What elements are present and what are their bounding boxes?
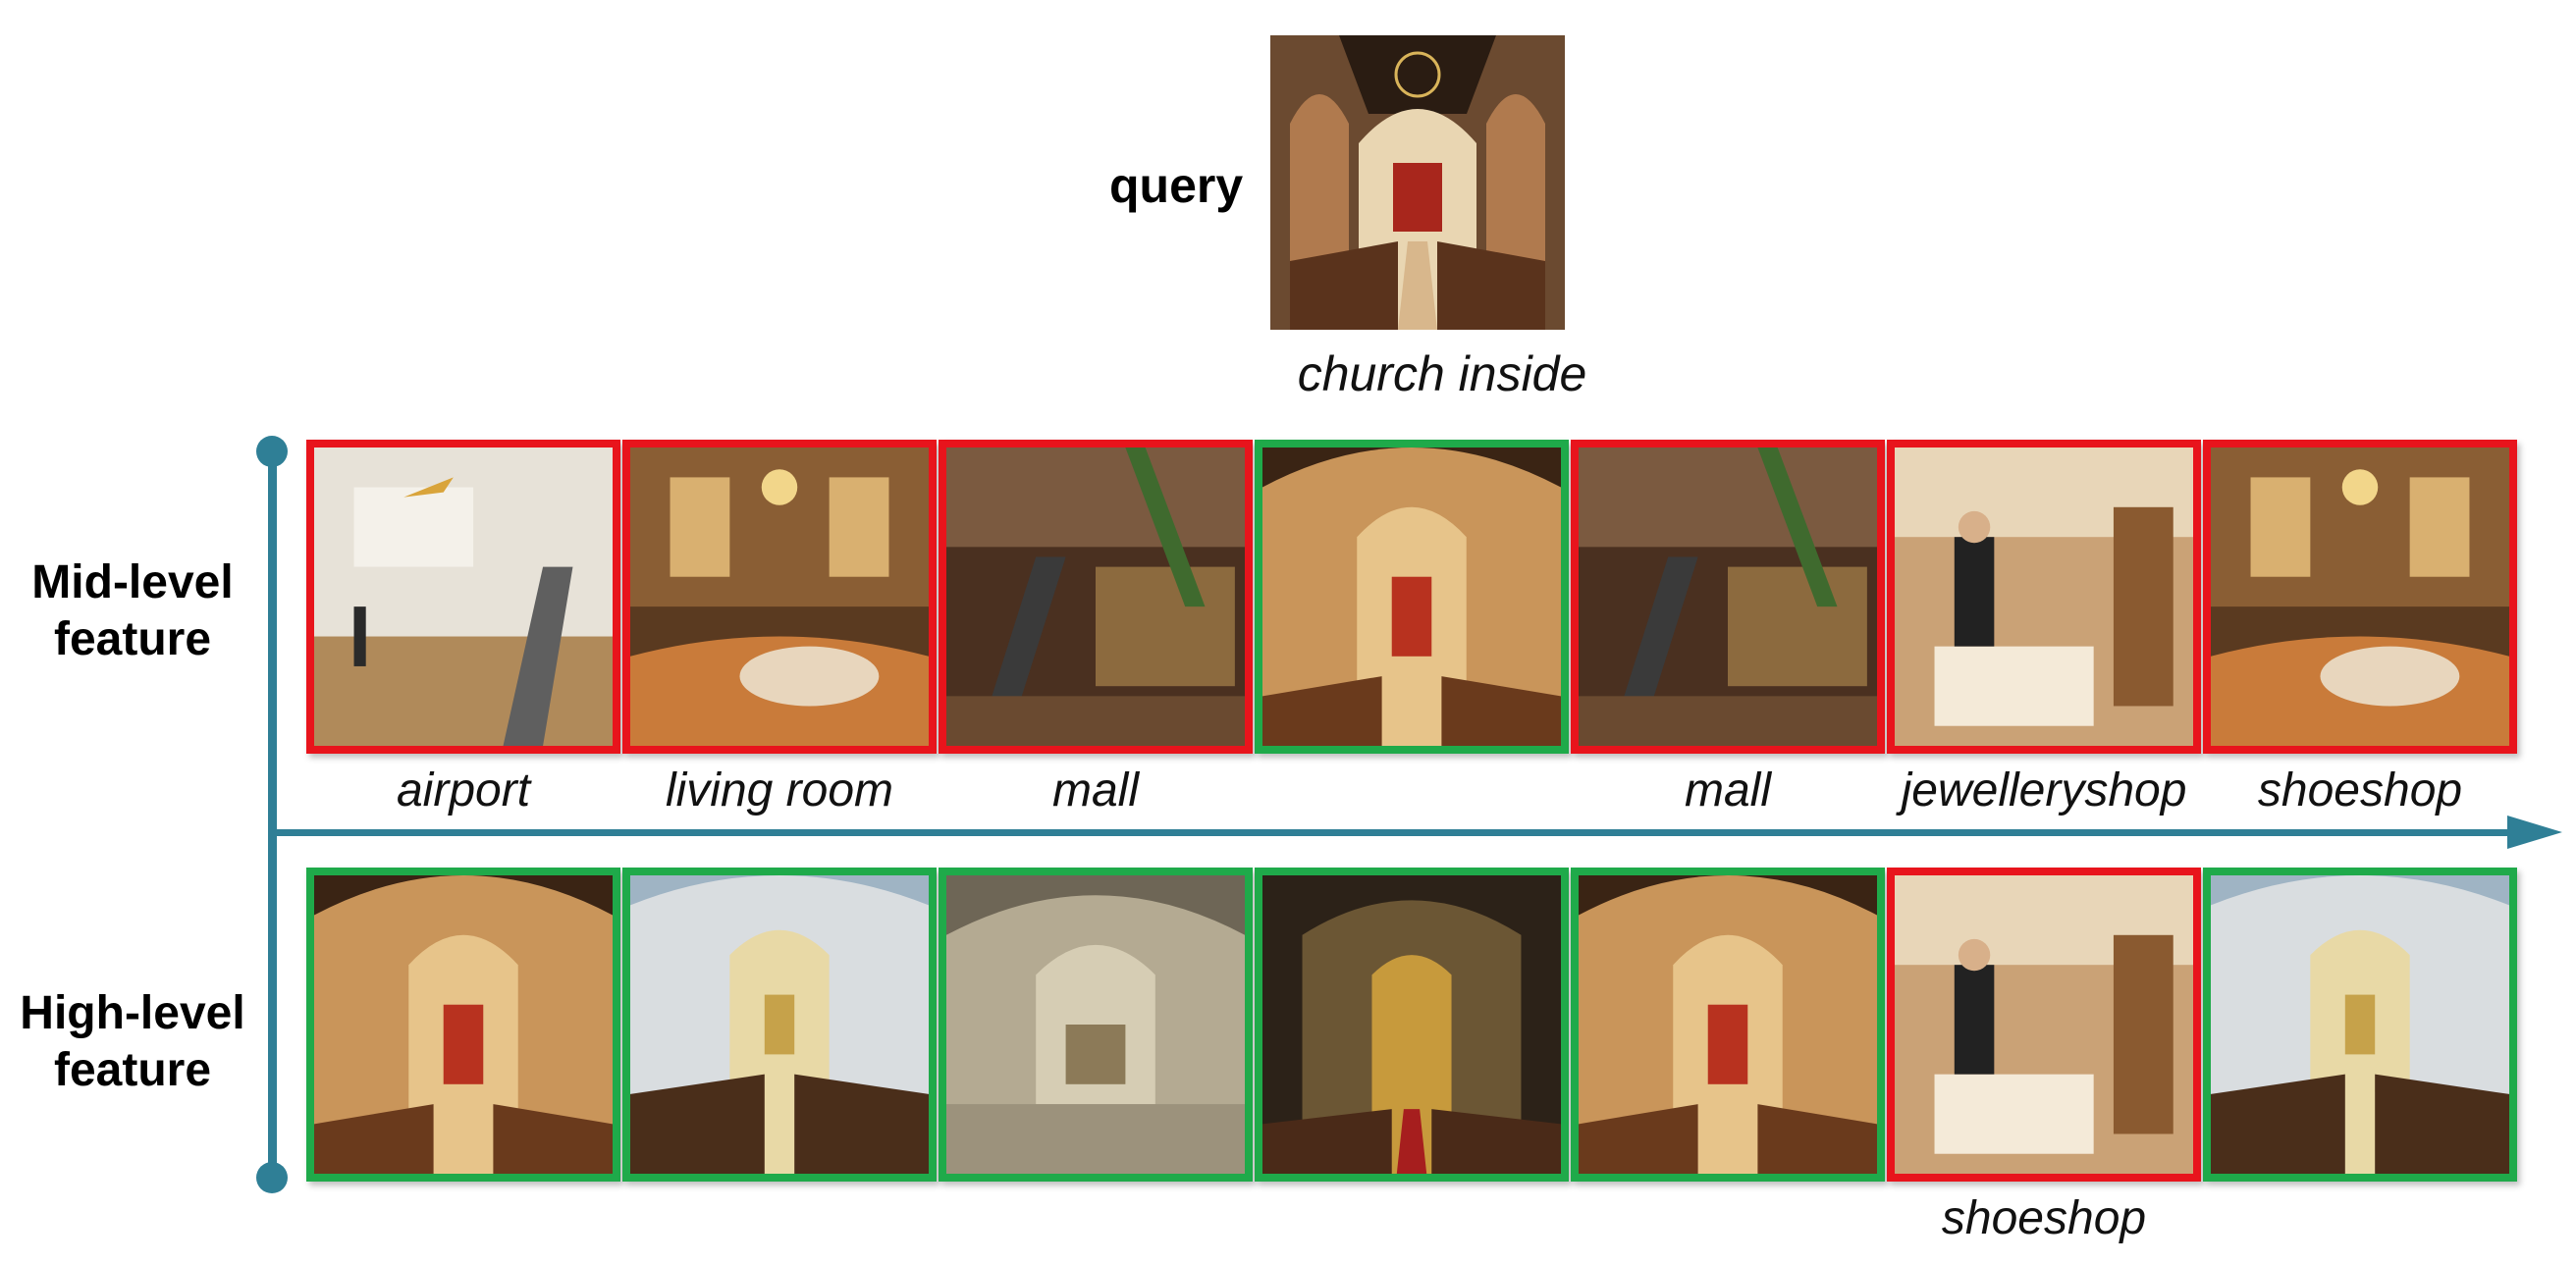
- vertical-axis: [268, 449, 277, 1180]
- query-label: query: [1109, 158, 1244, 213]
- mid-level-result-tile-1: [306, 440, 620, 754]
- high-level-result-tile-7: [2203, 868, 2517, 1182]
- query-caption: church inside: [1297, 346, 1587, 401]
- mid-level-result-caption-6: jewelleryshop: [1901, 764, 2187, 816]
- high-level-label-line2: feature: [53, 1044, 212, 1096]
- mid-level-label-line2: feature: [53, 613, 212, 665]
- mid-level-result-tile-5: [1571, 440, 1885, 754]
- high-level-label-line1: High-level: [20, 987, 245, 1039]
- high-level-result-tile-4: [1255, 868, 1569, 1182]
- mid-level-result-caption-1: airport: [396, 764, 531, 816]
- mid-level-result-caption-5: mall: [1684, 764, 1771, 816]
- mid-level-result-tile-7: [2203, 440, 2517, 754]
- mid-level-result-tile-4: [1255, 440, 1569, 754]
- high-level-result-tile-6: [1887, 868, 2201, 1182]
- mid-level-result-tile-6: [1887, 440, 2201, 754]
- mid-level-label: Mid-level feature: [0, 554, 265, 668]
- high-level-result-caption-6: shoeshop: [1941, 1192, 2147, 1244]
- mid-level-result-tile-2: [622, 440, 937, 754]
- high-level-label: High-level feature: [0, 985, 265, 1099]
- high-level-result-tile-1: [306, 868, 620, 1182]
- mid-level-result-caption-3: mall: [1051, 764, 1139, 816]
- query-image: [1270, 35, 1565, 330]
- mid-level-label-line1: Mid-level: [31, 556, 234, 608]
- high-level-result-tile-5: [1571, 868, 1885, 1182]
- mid-level-result-caption-2: living room: [665, 764, 894, 816]
- vertical-axis-bottom-dot: [256, 1162, 288, 1193]
- high-level-result-tile-3: [939, 868, 1253, 1182]
- high-level-result-tile-2: [622, 868, 937, 1182]
- mid-level-result-caption-7: shoeshop: [2257, 764, 2463, 816]
- vertical-axis-top-dot: [256, 436, 288, 467]
- horizontal-axis: [273, 829, 2511, 836]
- horizontal-axis-arrow-icon: [2507, 816, 2562, 849]
- mid-level-result-tile-3: [939, 440, 1253, 754]
